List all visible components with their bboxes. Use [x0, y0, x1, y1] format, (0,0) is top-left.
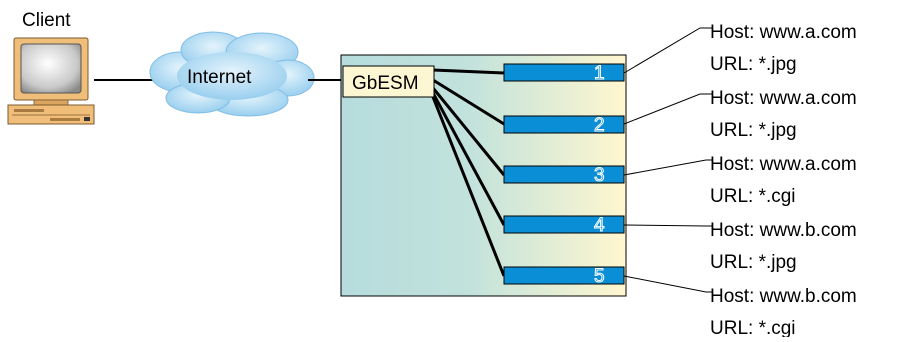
client-label: Client	[22, 10, 71, 31]
internet-cloud-icon	[149, 31, 315, 117]
switch-server-links	[431, 68, 506, 277]
server-4-host: Host: www.b.com	[710, 220, 857, 241]
label-leader-lines	[623, 27, 712, 293]
internet-label: Internet	[187, 67, 252, 88]
server-number: 2	[594, 115, 605, 136]
server-bar	[503, 63, 625, 82]
server-2-url: URL: *.jpg	[710, 120, 797, 141]
server-3-host: Host: www.a.com	[710, 154, 857, 175]
server-number: 3	[594, 165, 605, 186]
server-bar	[503, 115, 625, 134]
gbesm-label: GbESM	[352, 73, 419, 94]
gbesm-switch	[342, 65, 435, 98]
server-3-url: URL: *.cgi	[710, 186, 796, 207]
client-computer-icon	[7, 37, 95, 125]
server-1: 1	[503, 63, 625, 85]
server-bar	[503, 165, 625, 184]
server-number: 1	[594, 63, 605, 84]
server-bar	[503, 215, 625, 234]
server-5: 5	[503, 266, 625, 288]
server-2: 2	[503, 115, 625, 137]
server-1-host: Host: www.a.com	[710, 22, 857, 43]
server-4: 4	[503, 215, 625, 237]
server-bar	[503, 266, 625, 285]
server-1-url: URL: *.jpg	[710, 54, 797, 75]
server-2-host: Host: www.a.com	[710, 88, 857, 109]
server-4-url: URL: *.jpg	[710, 252, 797, 273]
server-3: 3	[503, 165, 625, 187]
server-number: 4	[594, 215, 605, 236]
server-number: 5	[594, 266, 605, 287]
server-5-url: URL: *.cgi	[710, 318, 796, 337]
server-5-host: Host: www.b.com	[710, 286, 857, 307]
